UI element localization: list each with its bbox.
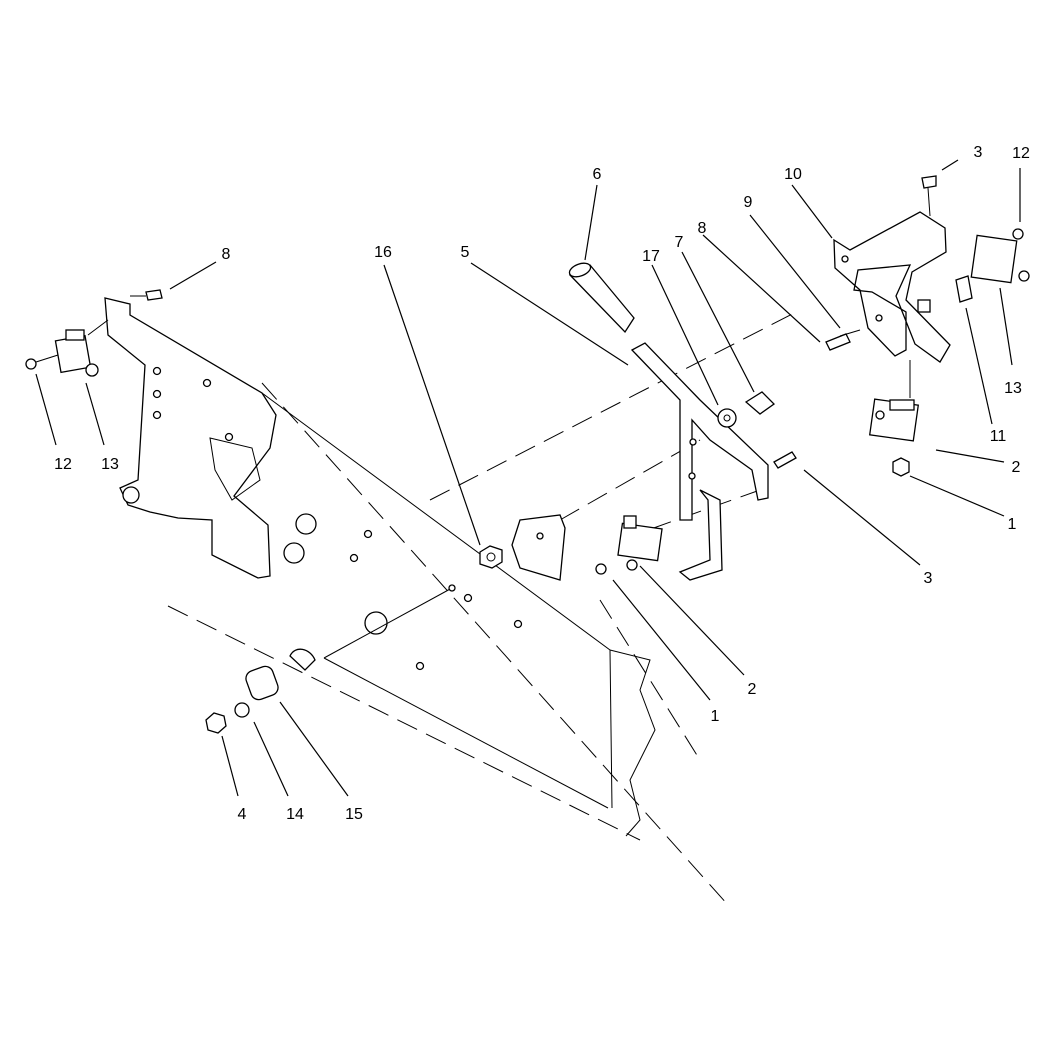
callout-17: 17: [642, 248, 660, 265]
callout-16: 16: [374, 244, 392, 261]
callout-8-left: 8: [222, 246, 231, 263]
pivot-parts: [205, 584, 456, 734]
callout-1-right: 1: [1008, 516, 1017, 533]
callout-11: 11: [990, 428, 1007, 445]
left-switch: [25, 289, 163, 377]
pins: [825, 329, 861, 351]
callout-2-center: 2: [748, 681, 757, 698]
callout-10: 10: [784, 166, 802, 183]
callout-5: 5: [461, 244, 470, 261]
callout-13-left: 13: [101, 456, 119, 473]
center-fasteners: [479, 391, 797, 569]
callout-3-lower: 3: [924, 570, 933, 587]
right-switch-lower: [868, 360, 920, 477]
lever-arm: [568, 262, 769, 581]
center-bracket: [511, 514, 566, 581]
callout-15: 15: [345, 806, 363, 823]
callout-12-right: 12: [1012, 145, 1030, 162]
callout-3-top: 3: [974, 144, 983, 161]
center-switch: [595, 515, 663, 575]
leader-lines: [35, 159, 1021, 797]
callout-2-right: 2: [1012, 459, 1021, 476]
right-bracket: [833, 175, 951, 363]
callout-4: 4: [238, 806, 247, 823]
callout-9: 9: [744, 194, 753, 211]
callout-13-right: 13: [1004, 380, 1022, 397]
frame-plate: [104, 297, 656, 837]
callout-labels: 1 1 2 2 3 3 4 5 6 7 8 8 9 10 11 12 12 13…: [54, 144, 1030, 823]
callout-7: 7: [675, 234, 684, 251]
callout-1-center: 1: [711, 708, 720, 725]
callout-8-right: 8: [698, 220, 707, 237]
callout-14: 14: [286, 806, 304, 823]
callout-6: 6: [593, 166, 602, 183]
callout-12-left: 12: [54, 456, 72, 473]
right-switch-upper: [955, 228, 1030, 303]
